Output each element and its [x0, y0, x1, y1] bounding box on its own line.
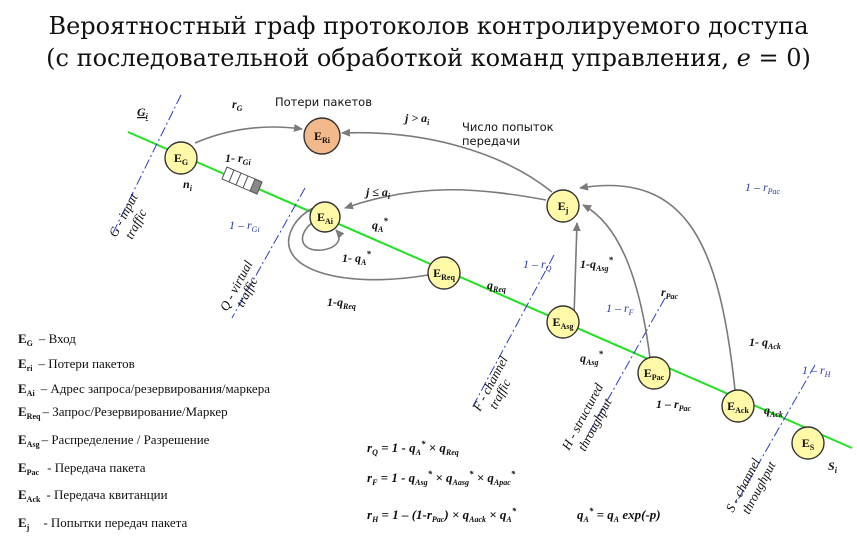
label-Gi: Gi: [137, 105, 149, 121]
edge-EAsg-Ej: [572, 222, 581, 317]
formula-qA: qA* = qA exp(-p): [577, 506, 661, 524]
label-1-qAsg-star: 1-qAsg*: [580, 255, 613, 273]
label-rG: rG: [232, 97, 243, 113]
label-1-rQ: 1 – rQ: [523, 257, 552, 273]
dashdot-axes: [111, 94, 816, 506]
formula-rF: rF = 1 - qAsg* × qAasg* × qApac*: [367, 469, 516, 487]
label-1-rH: 1 – rH: [802, 363, 832, 379]
title-line-2: (с последовательной обработкой команд уп…: [46, 44, 811, 72]
edge-EG-ERi: [194, 123, 303, 144]
label-1-rPac-top: 1 – rPac: [745, 180, 781, 196]
axis-F-line: [471, 254, 555, 409]
label-1-qReq: 1-qReq: [327, 295, 356, 311]
legend-item-EAi: EAi– Адрес запроса/резервирования/маркер…: [18, 381, 270, 398]
label-qReq: qReq: [487, 278, 506, 294]
label-1-rF: 1 – rF: [606, 301, 634, 317]
edge-Ej-EAi: [344, 188, 547, 210]
edge-Ej-ERi: [341, 128, 553, 193]
node-EPac: [637, 356, 671, 390]
label-1-rGi-blue: 1 – rGi: [229, 218, 260, 234]
label-qAsg-star: qAsg*: [580, 349, 603, 367]
label-j-le-ai: j ≤ ai: [364, 185, 391, 201]
label-1-qA-star: 1- qA*: [342, 249, 371, 267]
legend-item-Ej: Ej- Попытки передач пакета: [18, 515, 188, 532]
label-1-rGi: 1- rGi: [225, 151, 251, 167]
node-EReq: [427, 256, 461, 290]
legend-item-EAck: EAck- Передача квитанции: [18, 487, 168, 504]
label-1-qAck: 1- qAck: [749, 335, 781, 351]
node-EG: [164, 141, 198, 175]
axis-G-line: [111, 94, 182, 236]
label-rPac: rPac: [661, 285, 679, 301]
legend-item-ERi: Eri– Потери пакетов: [18, 356, 135, 373]
axis-S-line: [734, 364, 816, 506]
edge-EPac-Ej: [582, 204, 651, 359]
legend-item-EPac: EPac- Передача пакета: [18, 460, 146, 477]
legend-item-EReq: EReq– Запрос/Резервирование/Маркер: [18, 404, 228, 421]
label-ni: ni: [183, 177, 193, 193]
legend: EG– Вход Eri– Потери пакетов EAi– Адрес …: [18, 331, 270, 532]
axis-Q-line: [231, 187, 306, 319]
node-Ej-label: Ej: [558, 199, 569, 215]
formula-rQ: rQ = 1 - qA* × qReq: [367, 439, 459, 457]
label-j-gt-ai: j > ai: [403, 111, 430, 127]
legend-item-EAsg: EAsg– Распределение / Разрешение: [18, 432, 210, 449]
axis-H-line: [584, 297, 666, 441]
node-ERi: [303, 117, 341, 155]
node-Ej: [546, 189, 580, 223]
legend-item-EG: EG– Вход: [18, 331, 76, 348]
attempts-label-1: Число попыток: [462, 120, 554, 134]
title-line-1: Вероятностный граф протоколов контролиру…: [48, 12, 809, 40]
label-qAck: qAck: [764, 403, 783, 419]
node-EAsg: [546, 305, 580, 339]
label-qA-star: qA*: [372, 216, 388, 234]
edge-EAck-Ej: [579, 182, 736, 391]
formula-rH: rH = 1 – (1-rPac) × qAack × qA*: [367, 506, 517, 524]
node-EAi: [309, 201, 341, 233]
queue-buffer: [221, 166, 263, 195]
label-Si: Si: [828, 459, 838, 475]
node-ES: [791, 426, 825, 460]
packet-loss-label: Потери пакетов: [275, 95, 372, 109]
label-1-rPac-bottom: 1 – rPac: [656, 397, 692, 413]
edge-EAi-self-loop: [301, 221, 345, 251]
node-EAck: [721, 389, 755, 423]
attempts-label-2: передачи: [462, 134, 520, 148]
